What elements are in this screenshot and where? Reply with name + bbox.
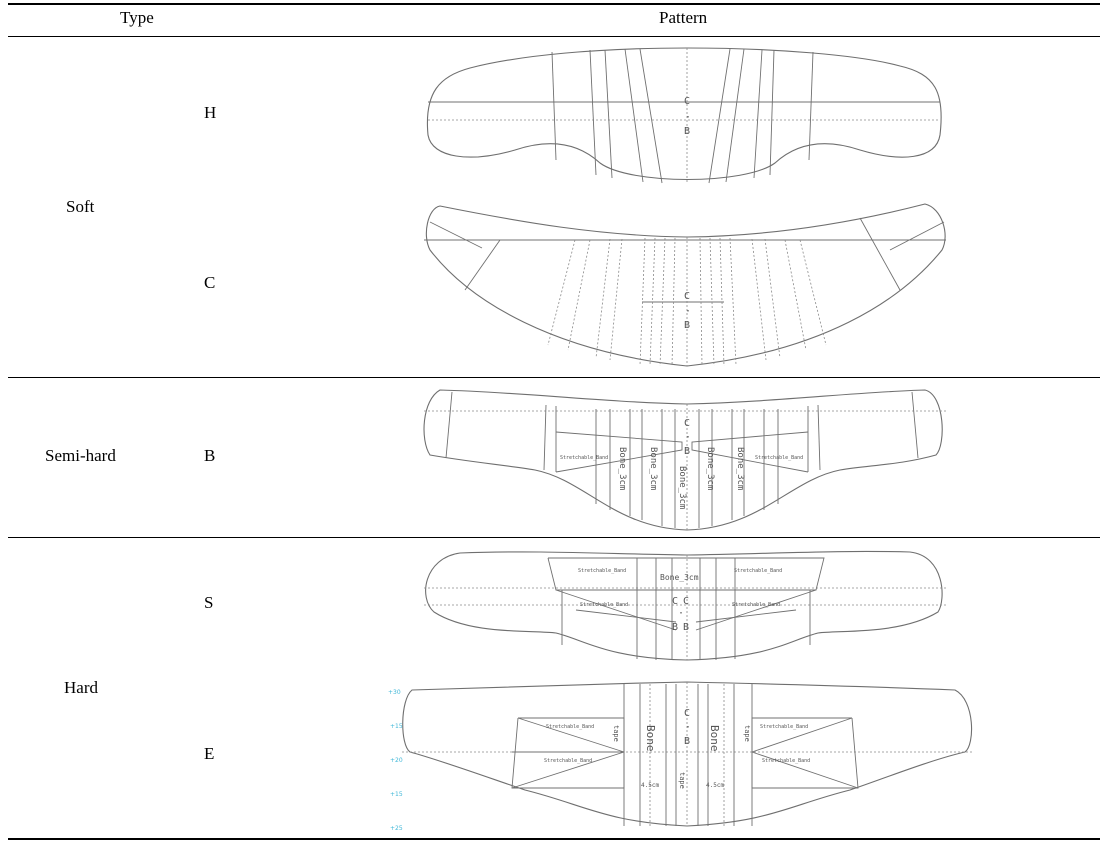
s-stretch-bottom-right: Stretchable_Band	[732, 602, 780, 608]
e-stretch-bottom-right: Stretchable_Band	[762, 758, 810, 764]
center-mark-c: C	[684, 418, 690, 429]
center-mark-c: C	[684, 96, 690, 107]
group-label-semi-hard: Semi-hard	[45, 446, 116, 465]
b-bone-left1: Bone_3cm	[617, 447, 627, 490]
center-mark-b: B	[684, 320, 690, 331]
row-label-s: S	[204, 593, 214, 612]
b-bone-center: Bone_3cm	[677, 466, 687, 509]
e-axis-tick-3: +20	[390, 757, 403, 764]
center-mark-dot: ·	[685, 432, 691, 443]
e-axis-tick-5: +25	[390, 825, 403, 832]
header-rule	[8, 36, 1100, 37]
e-axis-tick-2: +15	[390, 723, 403, 730]
e-stretch-top-right: Stretchable_Band	[760, 724, 808, 730]
group-rule-semi-hard	[8, 537, 1100, 538]
e-stretch-bottom-left: Stretchable_Band	[544, 758, 592, 764]
row-label-c: C	[204, 273, 216, 292]
e-axis-tick-4: +15	[390, 791, 403, 798]
center-mark-dot: ·	[685, 306, 691, 317]
s-bone-label: Bone_3cm	[660, 573, 699, 582]
center-mark-b: B	[684, 126, 690, 137]
center-mark-c-right: C	[683, 596, 689, 607]
row-label-h: H	[204, 103, 217, 122]
center-mark-b-right: B	[683, 622, 689, 633]
e-bone-right: Bone	[708, 725, 721, 752]
e-width-left: 4.5cm	[641, 782, 659, 789]
e-tape-left: tape	[612, 725, 620, 742]
s-stretch-top-right: Stretchable_Band	[734, 568, 782, 574]
e-axis-tick-1: +30	[388, 689, 401, 696]
b-bone-left2: Bone_3cm	[648, 447, 658, 490]
b-stretch-right: Stretchable_Band	[755, 455, 803, 461]
row-label-b: B	[204, 446, 216, 465]
e-tape-center: tape	[678, 772, 686, 789]
center-mark-c: C	[684, 291, 690, 302]
table-top-rule	[8, 3, 1100, 5]
center-mark-dot: ·	[678, 608, 684, 619]
s-stretch-top-left: Stretchable_Band	[578, 568, 626, 574]
center-mark-dot: ·	[685, 722, 691, 733]
e-width-right: 4.5cm	[706, 782, 724, 789]
b-stretch-left: Stretchable_Band	[560, 455, 608, 461]
center-mark-b: B	[684, 736, 690, 747]
b-bone-right2: Bone_3cm	[735, 447, 745, 490]
center-mark-b: B	[684, 446, 690, 457]
center-mark-dot: ·	[685, 112, 691, 123]
group-label-soft: Soft	[66, 197, 95, 216]
center-mark-c-left: C	[672, 596, 678, 607]
header-pattern: Pattern	[659, 8, 708, 27]
s-stretch-bottom-left: Stretchable_Band	[580, 602, 628, 608]
group-label-hard: Hard	[64, 678, 98, 697]
table-bottom-rule	[8, 838, 1100, 840]
e-stretch-top-left: Stretchable_Band	[546, 724, 594, 730]
center-mark-b-left: B	[672, 622, 678, 633]
e-bone-left: Bone	[644, 725, 657, 752]
header-type: Type	[120, 8, 154, 27]
center-mark-c: C	[684, 708, 690, 719]
b-bone-right1: Bone_3cm	[705, 447, 715, 490]
row-label-e: E	[204, 744, 215, 763]
group-rule-soft	[8, 377, 1100, 378]
e-tape-right: tape	[743, 725, 751, 742]
